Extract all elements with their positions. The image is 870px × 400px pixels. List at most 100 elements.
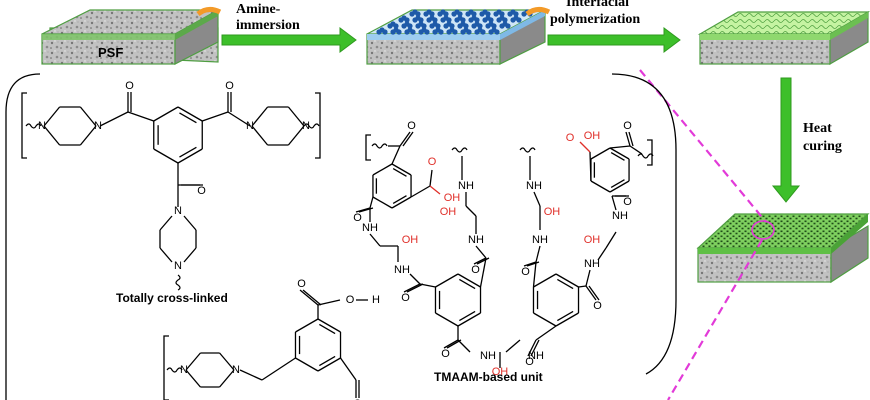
- amine-dot: [418, 29, 424, 35]
- bond: [317, 357, 341, 372]
- arrow-heat-curing: Heat curing: [771, 77, 842, 203]
- amine-dot: [404, 29, 410, 35]
- nitrogen-atom: N: [246, 120, 254, 132]
- polyamide-membrane: [697, 10, 870, 66]
- bond: [391, 196, 412, 209]
- arrow-interfacial-polymerization: Interfacial polymerization: [547, 0, 681, 53]
- amine-dot: [382, 29, 388, 35]
- hydroxyl-group: OH: [440, 206, 457, 218]
- oxygen-atom: O: [471, 264, 480, 276]
- amine-dot: [390, 29, 396, 35]
- bond: [609, 147, 630, 160]
- bond: [475, 245, 487, 259]
- amine-dot: [493, 11, 499, 17]
- amide-nh: NH: [532, 234, 548, 246]
- bond: [177, 148, 203, 164]
- bond: [372, 196, 393, 209]
- wavy-bond: [451, 147, 468, 153]
- bond: [295, 318, 319, 333]
- amine-dot: [407, 23, 413, 29]
- bond: [590, 180, 611, 193]
- caption-totally-crosslinked: Totally cross-linked: [116, 291, 228, 305]
- nitrogen-atom: N: [180, 364, 188, 376]
- repeat-bracket: [21, 92, 27, 159]
- bond: [159, 215, 173, 231]
- step3-label-line2: curing: [803, 139, 842, 154]
- bond: [183, 215, 197, 231]
- step2-label-line1: Interfacial: [566, 0, 629, 10]
- bond: [533, 273, 557, 288]
- oxygen-atom: O: [623, 120, 632, 132]
- bond: [585, 285, 597, 301]
- bond: [392, 195, 407, 204]
- bond: [557, 310, 574, 322]
- amine-dot: [376, 29, 382, 35]
- bond: [339, 357, 357, 381]
- amine-dot: [474, 17, 480, 23]
- amine-dot: [435, 23, 441, 29]
- oxygen-atom: O: [125, 80, 134, 92]
- amide-nh: NH: [480, 350, 496, 362]
- amine-dot: [418, 17, 424, 23]
- amine-dot: [477, 23, 483, 29]
- bond: [459, 278, 476, 290]
- bond: [43, 106, 61, 127]
- bond: [557, 278, 574, 290]
- bond: [555, 273, 579, 288]
- nitrogen-atom: N: [38, 120, 46, 132]
- nitrogen-atom: N: [232, 364, 240, 376]
- bond: [597, 247, 607, 261]
- bond: [535, 245, 541, 263]
- bond: [443, 339, 459, 349]
- wavy-bond: [166, 367, 183, 373]
- amine-dot: [415, 11, 421, 17]
- hydroxyl-group: OH: [584, 130, 601, 142]
- amine-dot: [499, 11, 505, 17]
- amine-dot: [432, 29, 438, 35]
- amine-dot: [485, 11, 491, 17]
- bond: [153, 148, 179, 164]
- bond: [391, 145, 401, 165]
- step3-label-line1: Heat: [803, 121, 832, 136]
- amine-dot: [454, 17, 460, 23]
- bond: [533, 312, 557, 327]
- wavy-bond: [371, 143, 388, 149]
- bond: [429, 169, 433, 187]
- amine-dot: [415, 23, 421, 29]
- psf-membrane: PSF: [41, 6, 222, 65]
- bond: [435, 312, 459, 327]
- bond: [99, 111, 129, 127]
- repeat-bracket: [647, 139, 653, 166]
- oxygen-atom: O: [428, 156, 437, 168]
- bond: [358, 207, 374, 213]
- bond: [319, 323, 336, 335]
- oxygen-atom: O: [353, 398, 362, 400]
- amine-dot: [471, 23, 477, 29]
- bond: [585, 269, 591, 287]
- amine-dot: [396, 29, 402, 35]
- amine-dot: [494, 29, 500, 35]
- amine-dot: [387, 23, 393, 29]
- amine-dot: [449, 23, 455, 29]
- bond: [299, 289, 319, 306]
- bond: [527, 339, 537, 357]
- amine-dot: [488, 17, 494, 23]
- bond: [410, 185, 431, 198]
- amine-dot: [443, 23, 449, 29]
- bond: [183, 247, 197, 263]
- oxygen-atom: O: [407, 120, 416, 132]
- bond: [625, 131, 631, 147]
- amine-dot: [505, 23, 511, 29]
- amine-dot: [437, 11, 443, 17]
- oxygen-atom: O: [593, 300, 602, 312]
- oxygen-atom: O: [346, 294, 355, 306]
- bond: [251, 106, 269, 127]
- chemical-structures: NNOONNONNNNOOHOOOOHONHOHNHOONHOHNHNHOHNH…: [21, 80, 654, 400]
- amine-dot: [460, 29, 466, 35]
- hydroxyl-group: OH: [402, 234, 419, 246]
- amine-dot: [412, 17, 418, 23]
- bond: [409, 273, 421, 285]
- amine-dot: [507, 11, 513, 17]
- bond: [535, 325, 557, 341]
- bond: [227, 111, 251, 127]
